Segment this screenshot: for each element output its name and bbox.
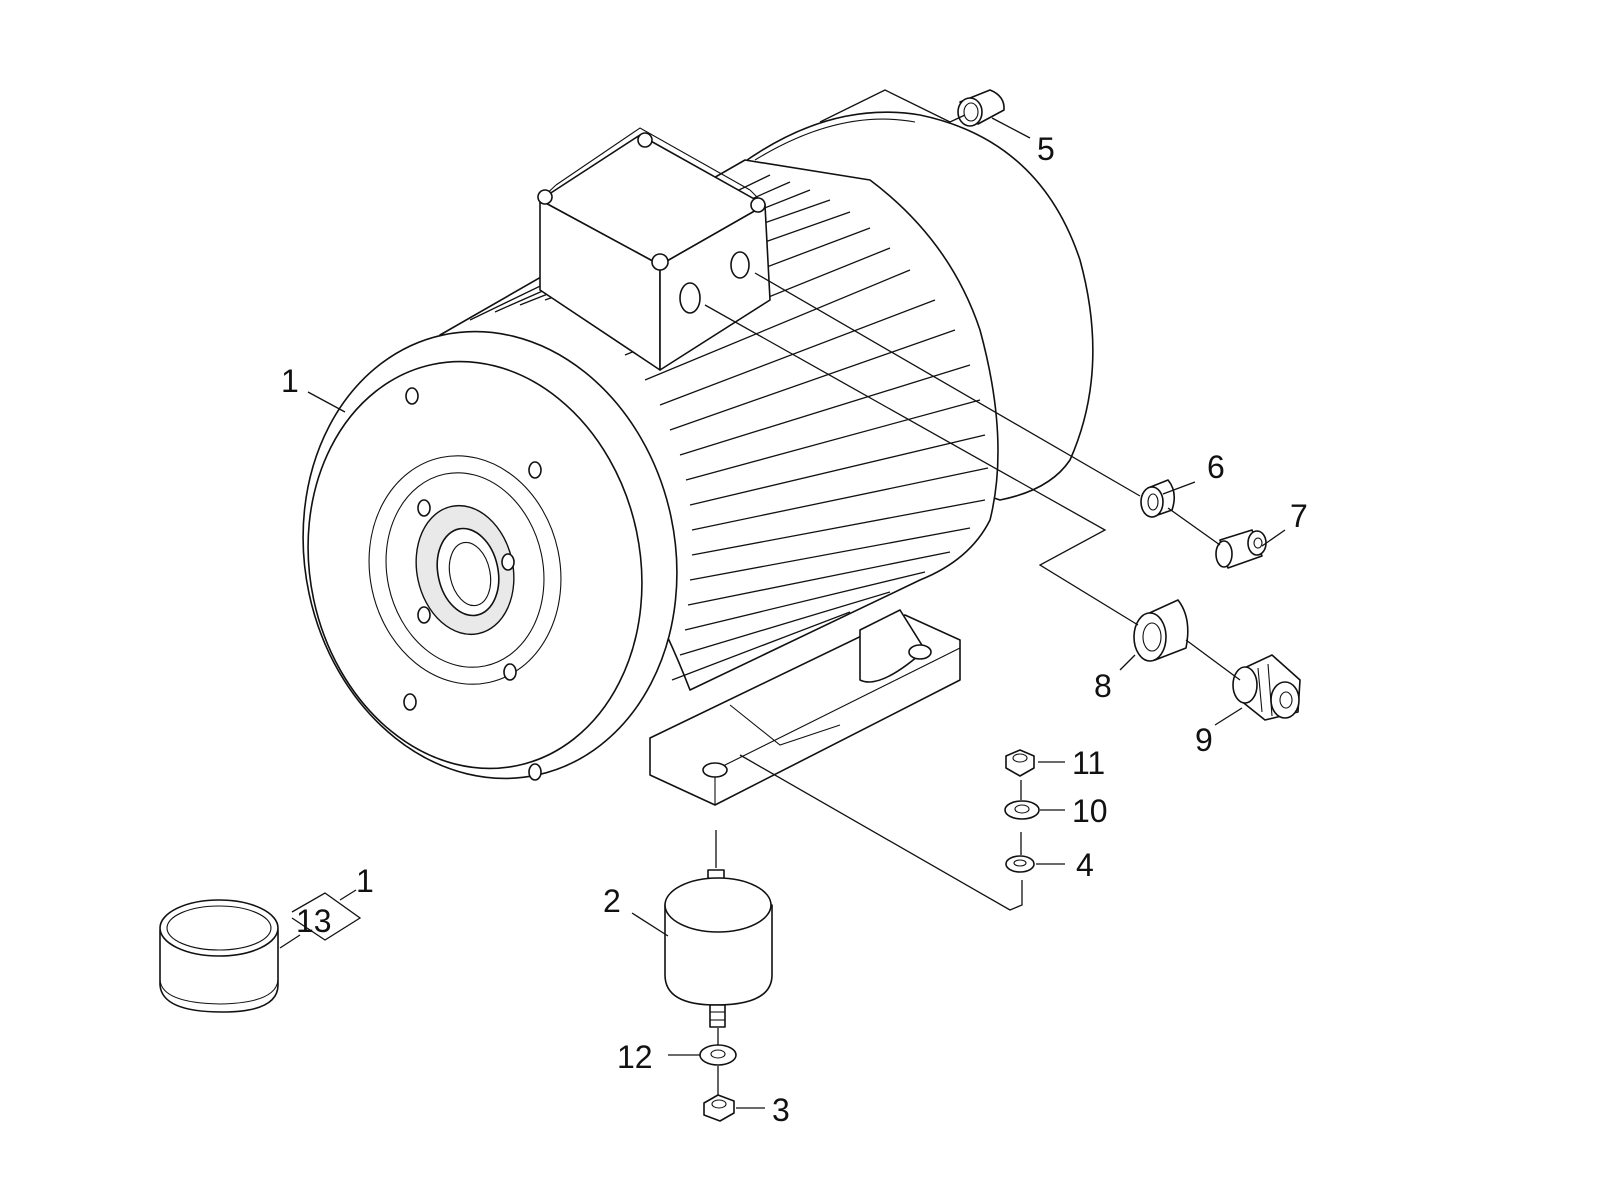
- callout-6: 6: [1207, 449, 1225, 485]
- ring-part-13: [159, 899, 279, 1013]
- cover-screw-icon: [750, 197, 766, 213]
- callout-11: 11: [1072, 745, 1105, 781]
- callout-5: 5: [1037, 131, 1055, 167]
- callout-3: 3: [772, 1092, 790, 1128]
- cable-entry-hole-lower: [679, 282, 701, 314]
- callout-10: 10: [1072, 793, 1108, 829]
- leader-lines: [279, 89, 1286, 1109]
- callout-4: 4: [1076, 847, 1094, 883]
- callout-7: 7: [1290, 498, 1308, 534]
- callout-2: 2: [603, 883, 621, 919]
- callout-1-motor: 1: [281, 363, 299, 399]
- callout-9: 9: [1195, 722, 1213, 758]
- washer-part-12: [699, 1044, 737, 1066]
- hex-nut-part-3: [703, 1094, 735, 1122]
- cover-screw-icon: [651, 253, 669, 271]
- cable-entry-hole-upper: [730, 251, 750, 279]
- cable-gland-part-9: [1232, 654, 1301, 721]
- plug-part-5: [957, 89, 1005, 127]
- callout-8: 8: [1094, 668, 1112, 704]
- cover-screw-icon: [537, 189, 553, 205]
- cover-screw-icon: [637, 132, 653, 148]
- vibration-damper-part-2: [664, 869, 773, 1028]
- flat-washer-part-4: [1005, 855, 1035, 873]
- hex-nut-part-11: [1005, 749, 1035, 777]
- callout-labels: 1 5 6 7 8 9 11 10 4 2 12 3 1 13: [281, 131, 1308, 1128]
- callout-1-kit: 1: [356, 863, 374, 899]
- electric-motor: [302, 111, 1094, 806]
- terminal-box: [537, 127, 771, 371]
- callout-12: 12: [617, 1039, 653, 1075]
- spring-washer-part-10: [1004, 800, 1040, 820]
- reducer-part-8: [1133, 599, 1189, 662]
- cable-gland-part-7: [1215, 529, 1267, 569]
- callout-13: 13: [296, 903, 332, 939]
- mounting-foot: [649, 609, 961, 806]
- front-end-shield: [302, 330, 678, 781]
- reducer-part-6: [1140, 479, 1176, 518]
